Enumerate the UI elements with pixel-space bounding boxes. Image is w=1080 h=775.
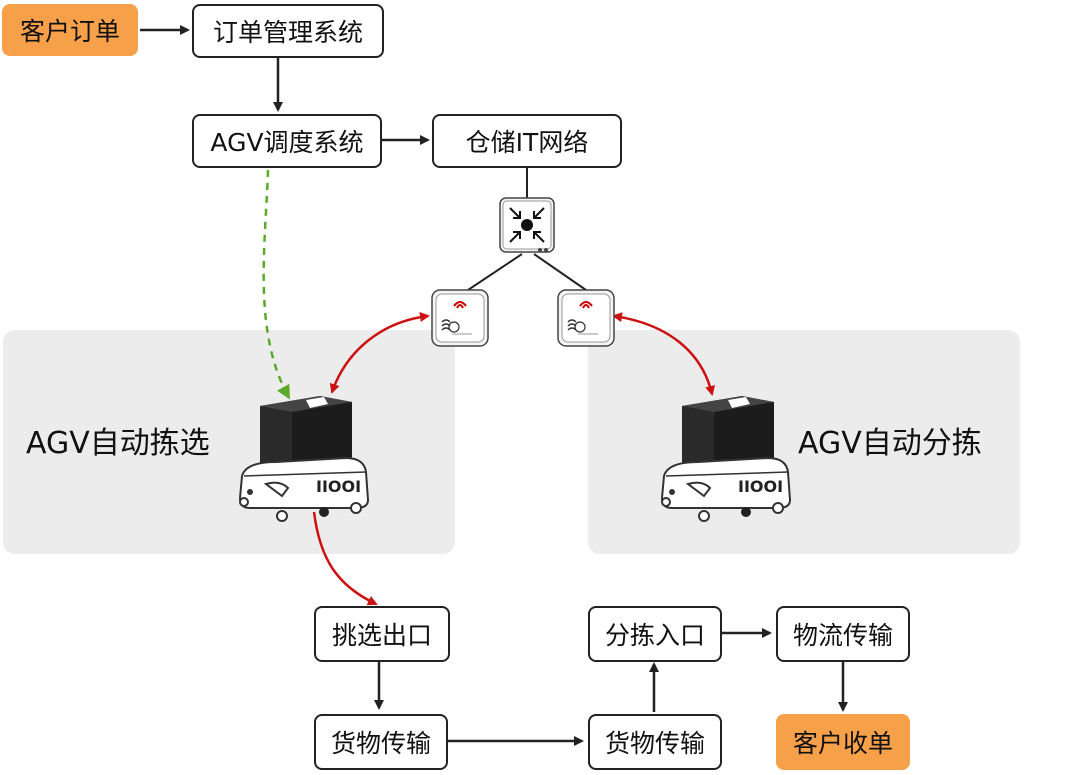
node-sort-entry: 分拣入口 — [588, 606, 722, 662]
agv-robot-icon: IIOOI — [660, 396, 792, 522]
node-agv-dispatch: AGV调度系统 — [192, 114, 382, 168]
agv-robot-icon: IIOOI — [238, 396, 370, 522]
node-customer-order: 客户订单 — [2, 4, 138, 56]
picking-zone-label: AGV自动拣选 — [26, 426, 210, 461]
edge-ap-right-to-agv — [612, 312, 716, 396]
node-order-system: 订单管理系统 — [192, 4, 384, 58]
switch-icon — [499, 197, 555, 253]
node-pick-exit: 挑选出口 — [314, 606, 450, 662]
node-goods-transport-2: 货物传输 — [588, 714, 722, 770]
node-logistics-transport: 物流传输 — [776, 606, 910, 662]
wifi-ap-icon — [557, 289, 615, 347]
edge-ap-left-to-agv — [329, 312, 430, 394]
edge-agv-to-pickexit — [312, 511, 378, 606]
edge-dispatch-to-agv — [262, 169, 290, 400]
node-customer-receipt: 客户收单 — [776, 714, 910, 770]
sorting-zone-label: AGV自动分拣 — [798, 426, 982, 461]
node-warehouse-network: 仓储IT网络 — [432, 114, 622, 168]
robot-label: IIOOI — [738, 477, 783, 496]
node-goods-transport-1: 货物传输 — [314, 714, 448, 770]
robot-label: IIOOI — [316, 477, 361, 496]
edge-switch-to-ap-left — [467, 253, 523, 291]
wifi-ap-icon — [431, 289, 489, 347]
edge-switch-to-ap-right — [533, 253, 587, 291]
